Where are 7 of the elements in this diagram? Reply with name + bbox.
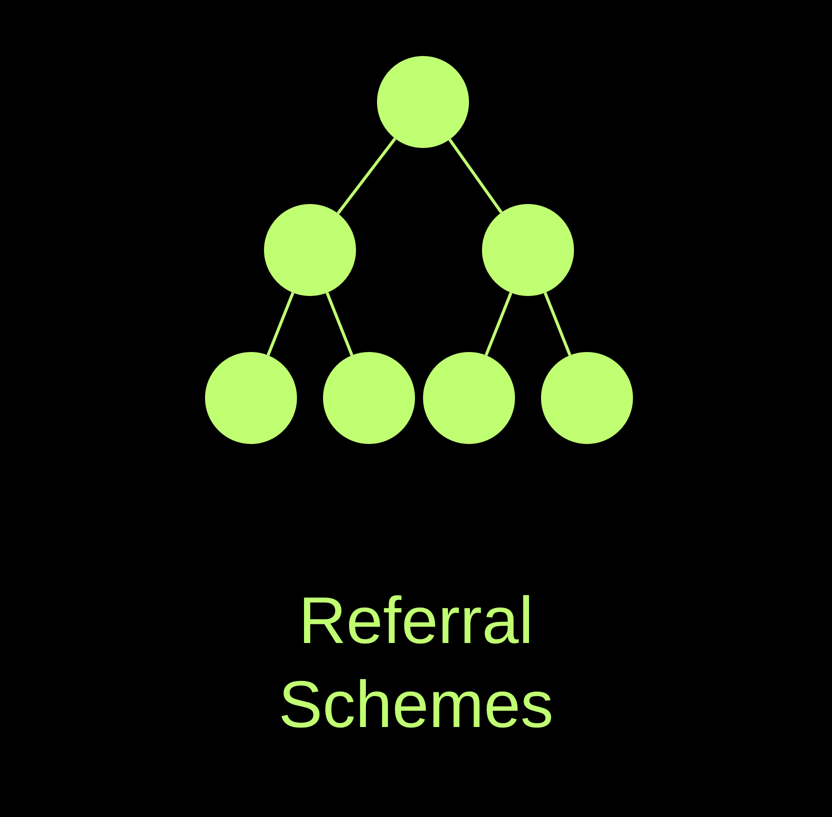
connector-line: [336, 138, 396, 214]
title: Referral Schemes: [277, 582, 555, 743]
connector-line: [544, 292, 572, 356]
connector-line: [448, 138, 503, 214]
connector-line: [484, 292, 512, 356]
connector-line: [326, 292, 354, 356]
connector-line: [266, 292, 294, 356]
